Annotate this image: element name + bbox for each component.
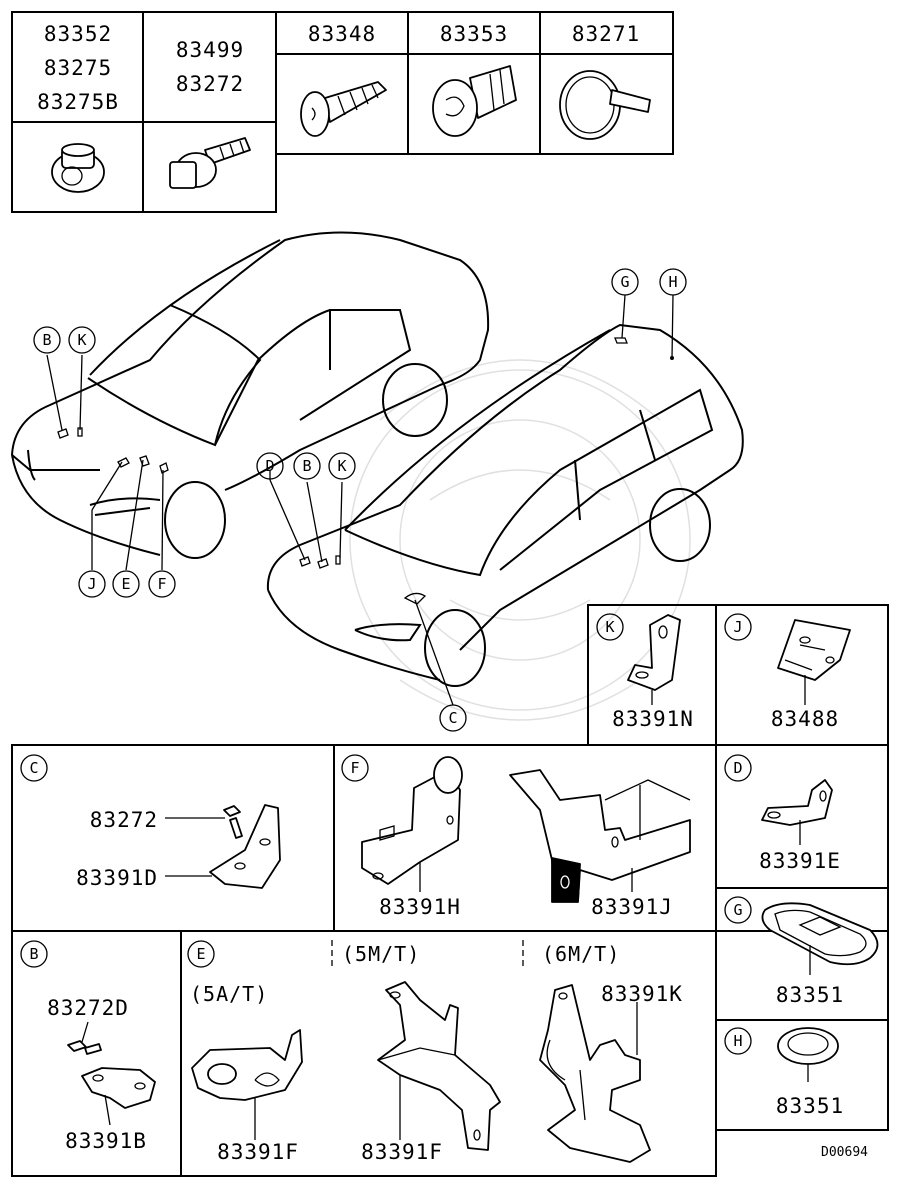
callout-group: B K J E F D B K G H C bbox=[33, 268, 687, 732]
callout-d: D bbox=[265, 457, 274, 475]
callout-g: G bbox=[620, 273, 629, 291]
part-number: 83499 bbox=[176, 38, 244, 62]
callout-h: H bbox=[733, 1032, 742, 1050]
part-number: 83391E bbox=[759, 849, 841, 873]
part-number: 83271 bbox=[572, 22, 640, 46]
part-number: 83391H bbox=[379, 895, 461, 919]
part-number: 83391N bbox=[612, 707, 694, 731]
cable-tie-illustration bbox=[559, 70, 651, 140]
callout-g: G bbox=[733, 901, 742, 919]
callout-f: F bbox=[157, 575, 166, 593]
panel-h: H 83351 bbox=[724, 1027, 844, 1118]
part-number: 83351 bbox=[776, 1094, 844, 1118]
panel-d: D 83391E bbox=[724, 754, 841, 873]
part-number: 83391F bbox=[217, 1140, 299, 1164]
push-clip-illustration bbox=[432, 65, 517, 137]
part-number: 83391J bbox=[591, 895, 673, 919]
detail-panels bbox=[11, 604, 889, 1177]
part-number: 83272D bbox=[47, 996, 129, 1020]
nut-clip-illustration bbox=[51, 143, 105, 193]
part-number: 83272 bbox=[176, 72, 244, 96]
panel-c: C 83272 83391D bbox=[20, 754, 281, 890]
screw-illustration bbox=[300, 81, 387, 137]
callout-c: C bbox=[448, 709, 457, 727]
fastener-table: 83352 83275 83275B 83499 83272 83348 833… bbox=[11, 11, 674, 213]
part-number: 83351 bbox=[776, 983, 844, 1007]
panel-b: B 83272D 83391B bbox=[20, 940, 156, 1153]
callout-f: F bbox=[350, 759, 359, 777]
part-number: 83488 bbox=[771, 707, 839, 731]
callout-b: B bbox=[29, 945, 38, 963]
callout-d: D bbox=[733, 759, 742, 777]
watermark bbox=[349, 359, 691, 721]
panel-g: G 83351 bbox=[724, 896, 879, 1007]
panel-e: E (5A/T) (5M/T) (6M/T) 83391F 83391F 833… bbox=[187, 940, 683, 1164]
callout-e: E bbox=[196, 945, 205, 963]
wagon-illustration bbox=[266, 294, 744, 706]
panel-j: J 83488 bbox=[724, 613, 851, 731]
part-number: 83348 bbox=[308, 22, 376, 46]
part-number: 83353 bbox=[440, 22, 508, 46]
callout-b: B bbox=[302, 457, 311, 475]
part-number: 83352 bbox=[44, 22, 112, 46]
callout-j: J bbox=[733, 618, 742, 636]
bolt-illustration bbox=[169, 137, 251, 189]
part-number: 83391D bbox=[76, 866, 158, 890]
callout-h: H bbox=[668, 273, 677, 291]
variant-label: (5M/T) bbox=[342, 942, 420, 966]
callout-k: K bbox=[337, 457, 346, 475]
callout-e: E bbox=[121, 575, 130, 593]
callout-b: B bbox=[42, 331, 51, 349]
callout-c: C bbox=[29, 759, 38, 777]
part-number: 83275B bbox=[37, 90, 119, 114]
sedan-illustration bbox=[11, 231, 490, 571]
variant-label: (5A/T) bbox=[190, 982, 268, 1006]
diagram-ref: D00694 bbox=[821, 1145, 868, 1160]
part-number: 83391F bbox=[361, 1140, 443, 1164]
callout-j: J bbox=[87, 575, 96, 593]
callout-k: K bbox=[605, 618, 614, 636]
panel-f: F 83391H 83391J bbox=[341, 754, 691, 919]
panel-k: K 83391N bbox=[596, 613, 694, 731]
variant-label: (6M/T) bbox=[542, 942, 620, 966]
part-number: 83272 bbox=[90, 808, 158, 832]
part-number: 83391B bbox=[65, 1129, 147, 1153]
part-number: 83275 bbox=[44, 56, 112, 80]
part-number: 83391K bbox=[601, 982, 683, 1006]
callout-k: K bbox=[77, 331, 86, 349]
